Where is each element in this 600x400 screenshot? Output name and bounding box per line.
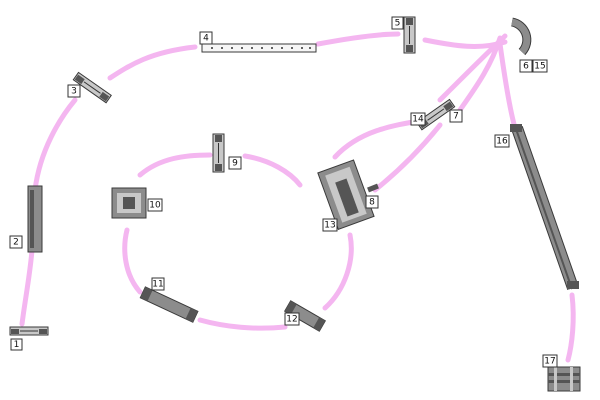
label-5-text: 5 bbox=[395, 19, 401, 29]
label-3-text: 3 bbox=[71, 87, 77, 97]
obstacle-16-dogwalk bbox=[510, 124, 579, 290]
dogwalk-bottom-end bbox=[567, 281, 579, 289]
jump-wing-left-1 bbox=[11, 329, 19, 334]
plank-12-end-right bbox=[313, 317, 326, 332]
label-1-text: 1 bbox=[14, 340, 20, 350]
rail-4-body bbox=[201, 43, 317, 53]
plank-2-edge bbox=[30, 190, 34, 248]
obstacle-11-plank bbox=[139, 286, 199, 323]
label-3: 3 bbox=[67, 84, 81, 98]
crate-slat-1 bbox=[548, 373, 580, 376]
obstacle-1-jump bbox=[9, 326, 49, 336]
plank-12-end-left bbox=[284, 300, 297, 315]
tunnel-body bbox=[511, 18, 531, 55]
label-2-text: 2 bbox=[13, 238, 19, 248]
label-9-text: 9 bbox=[232, 159, 238, 169]
pause-box-center bbox=[123, 197, 135, 209]
label-16: 16 bbox=[494, 134, 510, 148]
label-8-text: 8 bbox=[369, 198, 375, 208]
label-12: 12 bbox=[284, 312, 300, 326]
obstacle-2-plank bbox=[27, 185, 43, 253]
crate-slat-2 bbox=[548, 380, 580, 383]
path-13-to-14 bbox=[332, 117, 428, 160]
dogwalk-body bbox=[512, 126, 578, 290]
plank-11-end-left bbox=[140, 286, 153, 302]
path-start-segment bbox=[19, 247, 35, 327]
obstacle-9-jump bbox=[212, 133, 225, 173]
label-10-text: 10 bbox=[149, 201, 161, 211]
label-14: 14 bbox=[410, 112, 426, 126]
path-16-to-17 bbox=[565, 292, 576, 363]
jump-pole-3 bbox=[83, 81, 101, 94]
label-16-text: 16 bbox=[496, 137, 508, 147]
path-8-to-7 bbox=[372, 122, 443, 193]
path-inner-loop-top bbox=[137, 152, 213, 178]
label-7-text: 7 bbox=[453, 112, 459, 122]
obstacle-10-pause-box bbox=[111, 187, 147, 219]
label-15-text: 15 bbox=[534, 62, 545, 72]
path-tunnel-to-7 bbox=[457, 35, 503, 113]
label-9: 9 bbox=[228, 156, 242, 170]
label-4: 4 bbox=[199, 31, 213, 45]
label-12-text: 12 bbox=[286, 315, 297, 325]
label-2: 2 bbox=[9, 235, 23, 249]
label-14-text: 14 bbox=[412, 115, 424, 125]
label-13-text: 13 bbox=[324, 221, 335, 231]
path-top-line bbox=[315, 31, 401, 47]
label-1: 1 bbox=[10, 338, 23, 351]
obstacle-17-crate bbox=[547, 366, 581, 392]
jump-wing-top-9 bbox=[215, 135, 222, 142]
dogwalk-center bbox=[515, 128, 573, 290]
jump-pole-7 bbox=[427, 108, 445, 121]
label-6-text: 6 bbox=[523, 62, 529, 72]
plank-11-end-right bbox=[185, 308, 198, 323]
jump-wing-top-5 bbox=[406, 18, 413, 25]
obstacle-3-jump bbox=[72, 71, 112, 104]
label-7: 7 bbox=[449, 109, 463, 123]
label-11-text: 11 bbox=[152, 280, 163, 290]
jump-wing-right-1 bbox=[39, 329, 47, 334]
obstacle-12-plank bbox=[283, 300, 327, 332]
jump-wing-right-3 bbox=[99, 91, 110, 102]
label-5: 5 bbox=[391, 16, 404, 30]
path-inner-loop-left bbox=[122, 227, 143, 295]
path-left-arc bbox=[32, 97, 78, 193]
label-13: 13 bbox=[322, 218, 338, 232]
obstacle-6-15-tunnel bbox=[510, 17, 532, 56]
path-inner-loop-bottom bbox=[197, 317, 288, 331]
jump-wing-bottom-9 bbox=[215, 164, 222, 171]
jump-wing-left-3 bbox=[74, 74, 85, 85]
table-center bbox=[335, 178, 359, 217]
obstacle-4-rail bbox=[201, 43, 317, 53]
label-17-text: 17 bbox=[544, 357, 555, 367]
path-tunnel-to-dogwalk bbox=[497, 41, 518, 131]
obstacle-8-13-table bbox=[317, 159, 375, 230]
crate-post-2 bbox=[570, 367, 573, 391]
dogwalk-top-end bbox=[510, 124, 522, 132]
crate-body bbox=[547, 366, 581, 392]
path-top-arc bbox=[107, 44, 198, 81]
label-11: 11 bbox=[151, 277, 165, 291]
label-10: 10 bbox=[147, 198, 163, 212]
crate-post-1 bbox=[554, 367, 557, 391]
label-6: 6 bbox=[519, 59, 533, 73]
course-path bbox=[19, 31, 576, 363]
table-handle bbox=[367, 183, 379, 193]
jump-wing-right-7 bbox=[443, 101, 454, 112]
label-4-text: 4 bbox=[203, 34, 209, 44]
path-12-to-13 bbox=[322, 232, 354, 311]
label-8: 8 bbox=[365, 195, 379, 209]
path-inner-loop-right bbox=[242, 153, 303, 188]
obstacle-5-jump bbox=[403, 16, 416, 54]
jump-wing-bottom-5 bbox=[406, 45, 413, 52]
label-15: 15 bbox=[532, 59, 548, 73]
label-17: 17 bbox=[542, 354, 558, 368]
